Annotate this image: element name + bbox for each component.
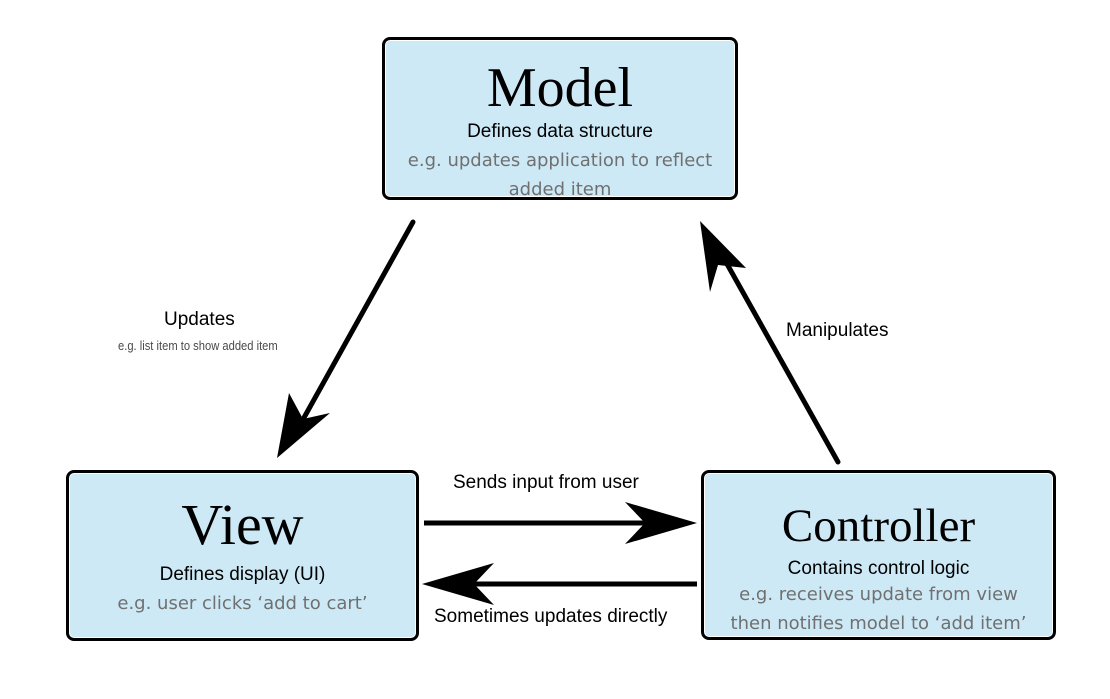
- model-example: e.g. updates application to reflect adde…: [407, 150, 713, 200]
- view-box: View Defines display (UI) e.g. user clic…: [66, 470, 419, 641]
- controller-title: Controller: [781, 500, 976, 552]
- sends-input-label: Sends input from user: [453, 472, 639, 493]
- model-subtitle: Defines data structure: [467, 121, 653, 142]
- manipulates-label: Manipulates: [786, 320, 889, 341]
- view-example: e.g. user clicks ‘add to cart’: [117, 593, 368, 614]
- sends-input-arrow: [424, 502, 697, 544]
- model-box: Model Defines data structure e.g. update…: [382, 37, 738, 200]
- sometimes-updates-label: Sometimes updates directly: [434, 606, 668, 627]
- view-subtitle: Defines display (UI): [159, 564, 326, 585]
- updates-example: e.g. list item to show added item: [118, 338, 278, 353]
- sometimes-updates-arrow: [422, 563, 697, 605]
- updates-arrow: [277, 219, 416, 458]
- controller-example-line1: e.g. receives update from view: [739, 584, 1018, 605]
- manipulates-arrow: [700, 221, 841, 465]
- model-title: Model: [486, 57, 634, 119]
- controller-subtitle: Contains control logic: [787, 558, 970, 579]
- view-title: View: [181, 492, 304, 557]
- updates-label: Updates: [164, 309, 235, 330]
- controller-example-line2: then notifies model to ‘add item’: [730, 613, 1027, 634]
- controller-box: Controller Contains control logic e.g. r…: [701, 470, 1056, 640]
